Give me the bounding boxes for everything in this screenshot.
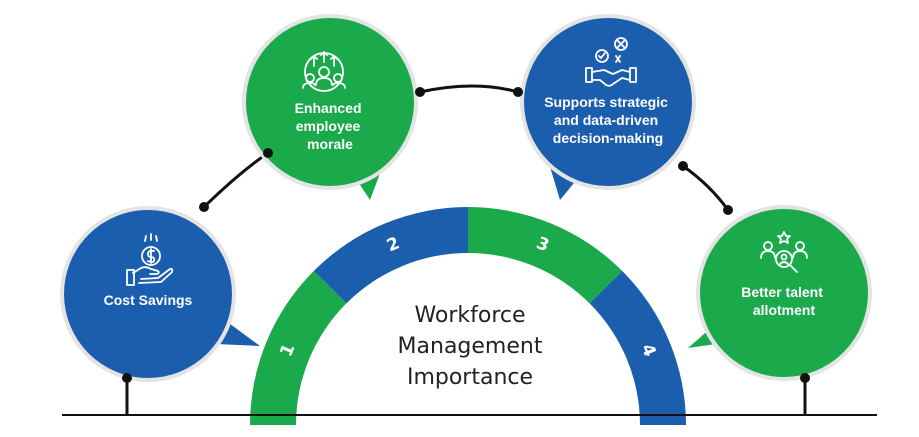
bubble-cost-savings: Cost Savings — [60, 206, 260, 382]
bubble-decision-making: Supports strategic and data-driven decis… — [520, 14, 696, 200]
money-hand-icon — [126, 233, 174, 286]
bubble-text-employee-morale-2: employee — [296, 118, 361, 134]
talent-search-icon — [760, 231, 808, 273]
bubble-text-talent-1: Better talent — [741, 284, 823, 300]
arch-segment-3 — [468, 207, 623, 304]
svg-text:Supports strategic and d: Supports strategic and data-driven decis… — [544, 94, 672, 146]
center-title: Workforce Management Importance — [370, 300, 570, 393]
bubble-text-talent-2: allotment — [753, 302, 816, 318]
bubble-text-decision-1: Supports strategic — [544, 94, 668, 110]
connector-3-4 — [682, 164, 730, 211]
connector-dot-2 — [199, 202, 209, 212]
bubble-text-employee-morale-3: morale — [307, 136, 353, 152]
connector-dot-4 — [415, 87, 425, 97]
connector-dot-1 — [122, 373, 132, 383]
svg-text:Enhanced employee: Enhanced employee morale — [295, 100, 366, 152]
connector-dot-3 — [263, 148, 273, 158]
connector-dot-6 — [678, 161, 688, 171]
bubble-talent-allotment: Better talent allotment — [688, 205, 872, 381]
center-title-line-3: Importance — [406, 365, 534, 390]
connector-dot-8 — [800, 373, 810, 383]
bubble-employee-morale: Enhanced employee morale — [242, 14, 418, 200]
center-title-line-2: Management — [397, 334, 543, 359]
connector-dot-5 — [513, 87, 523, 97]
svg-text:Better talent allotment: Better talent allotment — [741, 284, 827, 318]
center-title-line-1: Workforce — [414, 303, 526, 328]
handshake-decision-icon — [585, 37, 637, 87]
connector-1-2 — [202, 151, 269, 209]
connector-2-3 — [419, 84, 519, 94]
arch-segment-4 — [589, 270, 686, 425]
connector-dots — [122, 87, 810, 383]
arch-segment-1 — [250, 270, 347, 425]
bubble-text-decision-3: decision-making — [553, 130, 663, 146]
bubble-text-cost-savings: Cost Savings — [104, 292, 193, 308]
arch-segment-2 — [313, 207, 468, 304]
connector-dot-7 — [723, 205, 733, 215]
bubble-text-decision-2: and data-driven — [554, 112, 658, 128]
bubble-text-employee-morale-1: Enhanced — [295, 100, 362, 116]
team-growth-icon — [302, 51, 346, 92]
